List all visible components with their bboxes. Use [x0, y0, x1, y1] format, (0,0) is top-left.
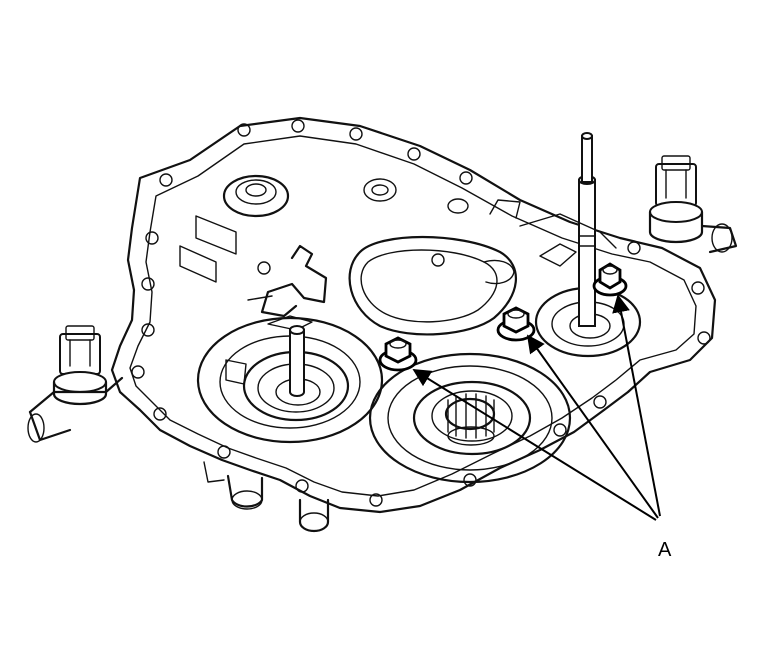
splined-hub: [447, 393, 495, 446]
flange-bolt-holes: [131, 119, 711, 507]
left-bracket: [247, 244, 328, 318]
left-connector: [27, 325, 124, 443]
right-shaft: [578, 132, 596, 327]
bolt-a-3: [592, 262, 628, 297]
leader-line-3: [612, 294, 661, 517]
left-shaft: [289, 325, 305, 397]
leader-line-2: [526, 334, 659, 519]
central-opening: [348, 235, 517, 336]
upper-left-boss: [179, 174, 397, 283]
leader-line-1: [412, 369, 657, 521]
upper-right-ribs: [447, 198, 617, 249]
center-bearing-bore: [368, 352, 572, 484]
callout-leaders: [412, 294, 661, 521]
bottom-bosses: [203, 461, 330, 533]
bolt-a-2: [496, 306, 536, 342]
callout-label-a: A: [658, 539, 672, 561]
housing-outline: [110, 116, 717, 514]
bolt-a-1: [378, 336, 418, 372]
right-connector: [648, 155, 738, 254]
